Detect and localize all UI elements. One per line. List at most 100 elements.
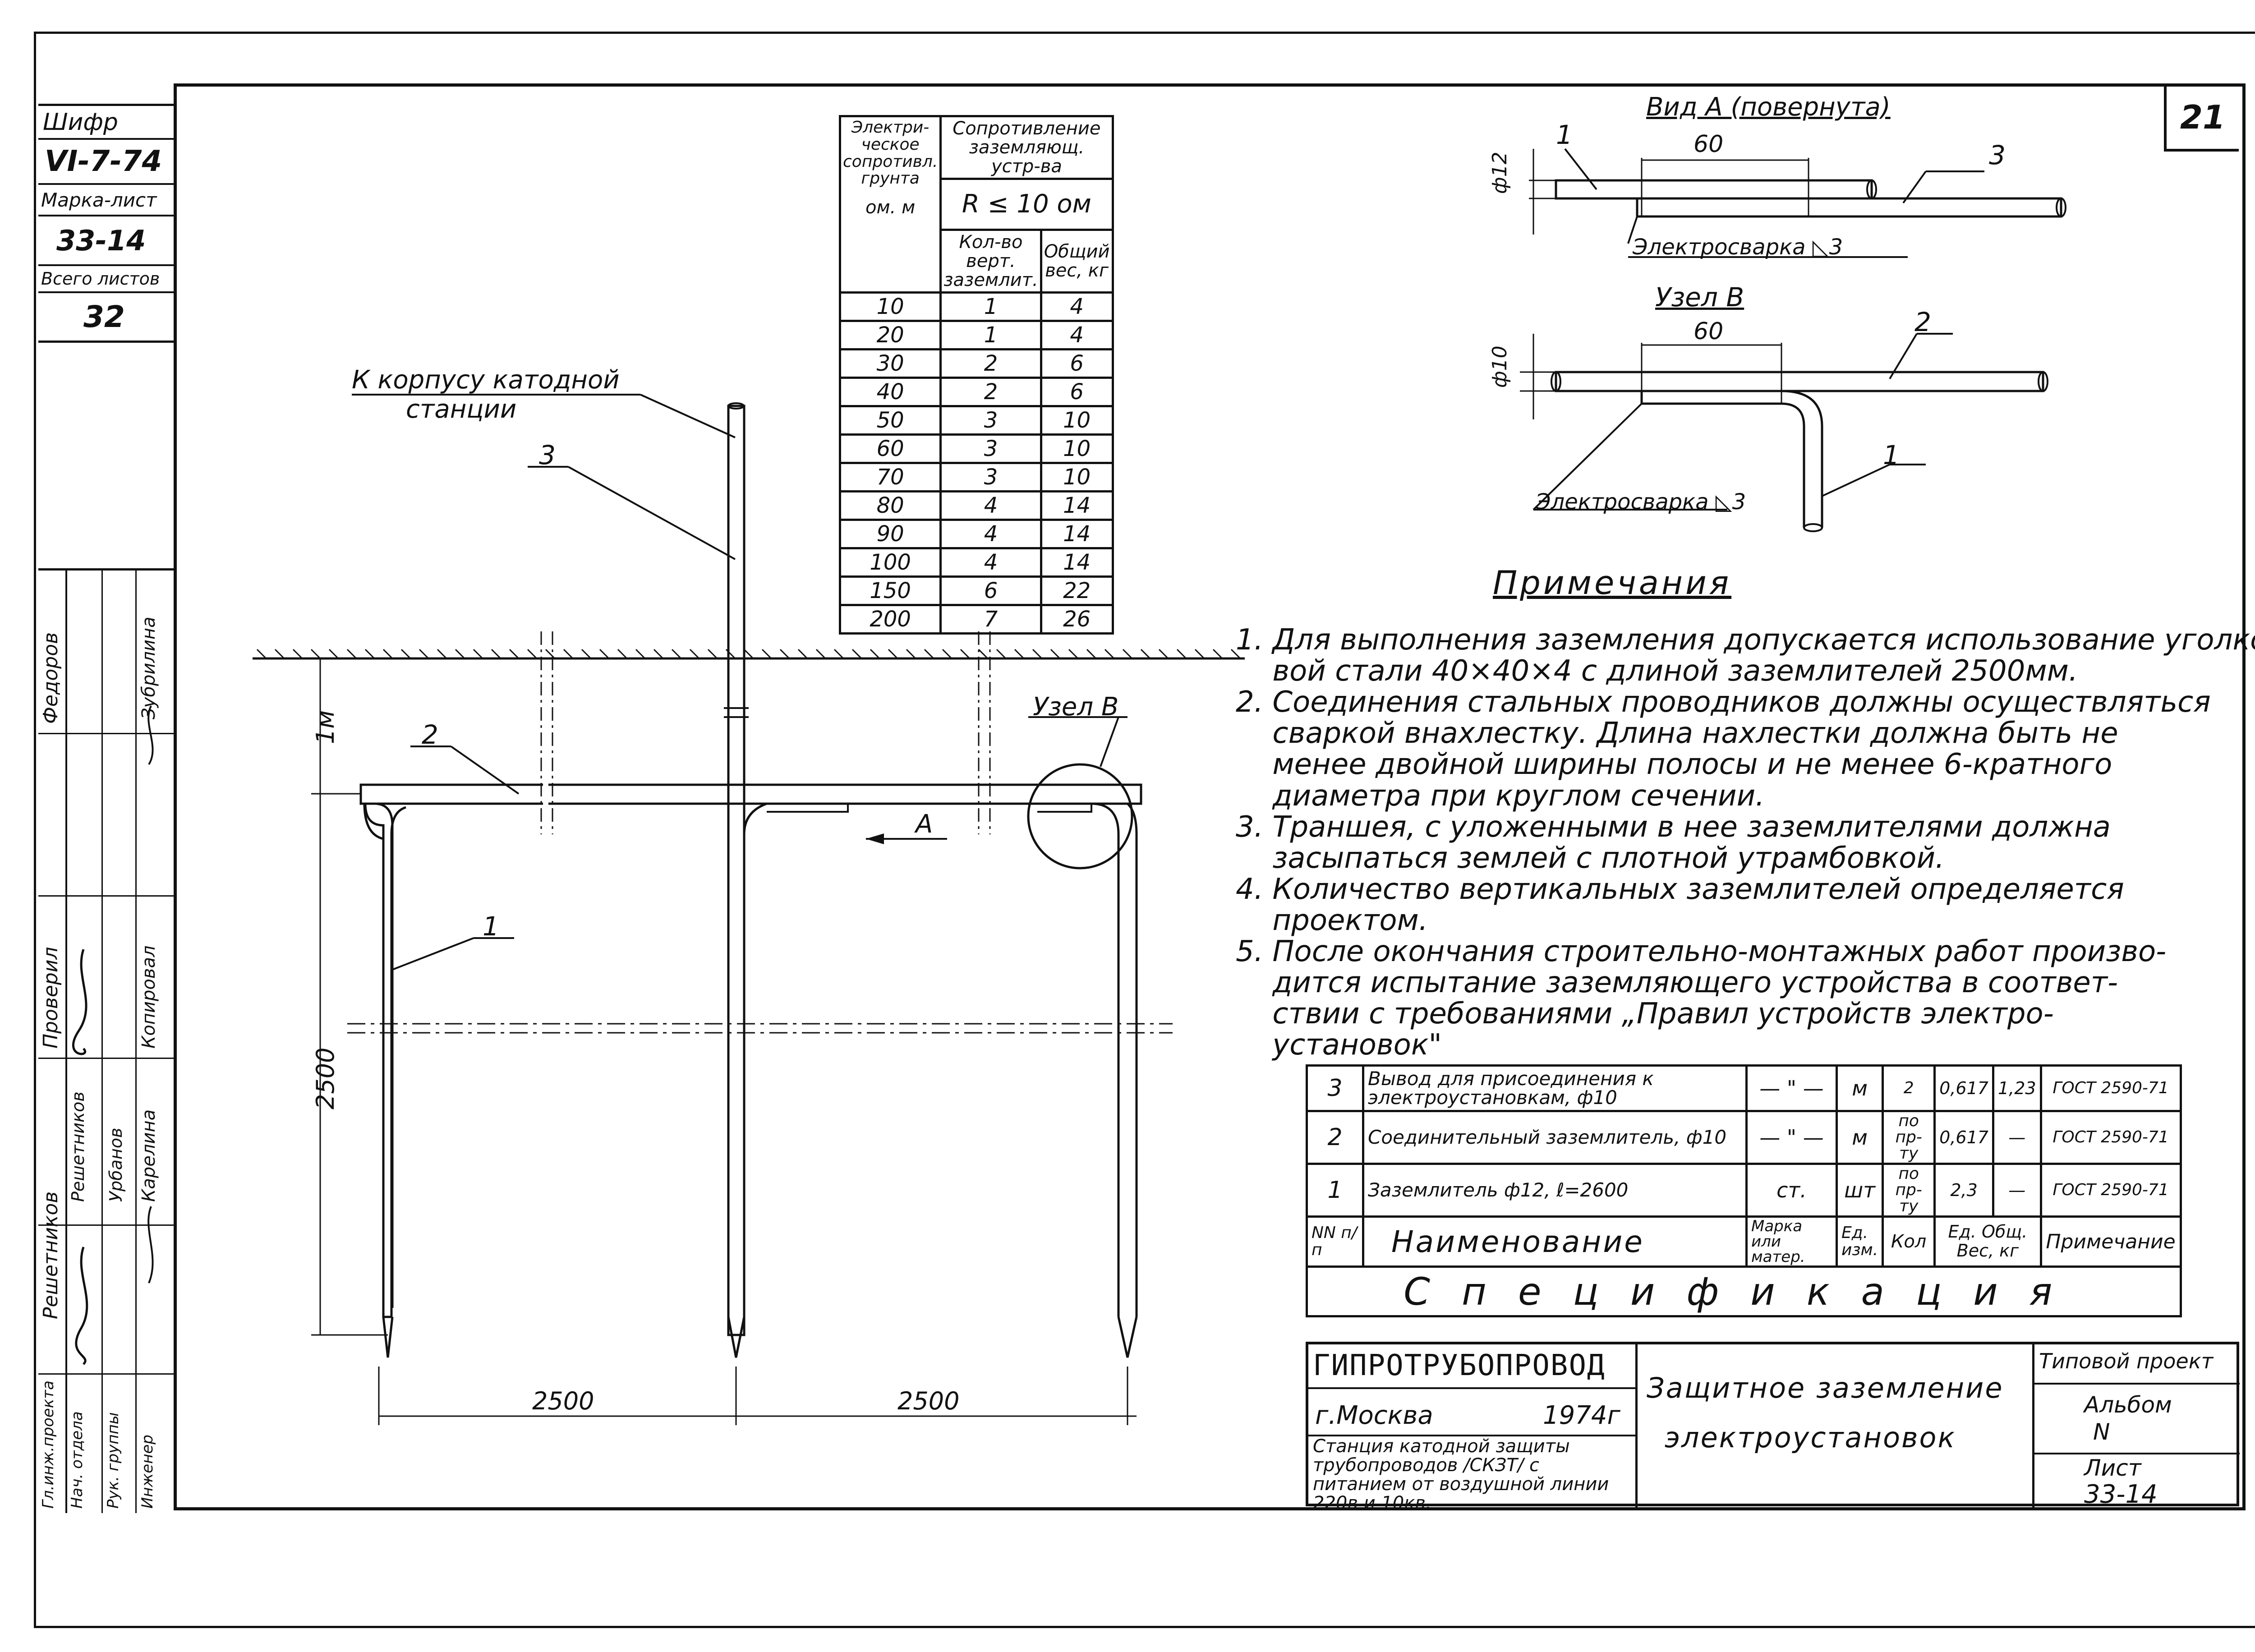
notes-title: Примечания [1493, 564, 1732, 602]
spec-unit: шт [1835, 1163, 1884, 1218]
node-b-callout-1: 1 [1883, 440, 1900, 470]
note-line: сваркой внахлестку. Длина нахлестки долж… [1236, 717, 2118, 750]
rt-resistance: 60 [838, 433, 942, 464]
org-name: ГИПРОТРУБОПРОВОД [1313, 1349, 1606, 1382]
view-a-weld-text: Электросварка [1633, 235, 1806, 260]
spec-w-unit: 0,617 [1933, 1064, 1994, 1112]
spec-pos: 3 [1306, 1064, 1364, 1112]
view-a-callout-3: 3 [1989, 140, 2006, 170]
spec-h-qty: Кол [1891, 1231, 1927, 1252]
title-block: ГИПРОТРУБОПРОВОД г.Москва 1974г Станция … [1306, 1342, 2240, 1513]
rt-count-header: Кол-во верт. заземлит. [943, 232, 1038, 290]
rt-weight: 14 [1040, 490, 1114, 521]
rt-condition: R ≤ 10 ом [962, 189, 1091, 219]
node-b-weld-text: Электросварка [1536, 489, 1709, 515]
rt-resistance: 200 [838, 604, 942, 635]
sheet-number: 21 [2180, 98, 2226, 136]
note-line: менее двойной ширины полосы и не менее 6… [1236, 748, 2112, 782]
rt-count: 1 [939, 320, 1042, 350]
view-a-weld-sym: 3 [1829, 235, 1843, 260]
spec-h-w-unit: Ед. [1948, 1222, 1976, 1242]
note-line: установок" [1236, 1028, 1442, 1062]
rt-resistance: 10 [838, 291, 942, 322]
view-a-dim: 60 [1694, 131, 1724, 158]
height-dim: 2500 [311, 1048, 340, 1109]
note-line: 4. Количество вертикальных заземлителей … [1236, 872, 2124, 906]
rt-count: 3 [939, 433, 1042, 464]
rt-resistance: 20 [838, 320, 942, 350]
node-b-diameter-text: ф10 [1488, 345, 1511, 388]
weld-triangle-icon: ◺ [1715, 489, 1732, 515]
rt-count: 3 [939, 462, 1042, 492]
view-a-detail [1529, 148, 2066, 258]
note-line: диаметра при круглом сечении. [1236, 779, 1765, 813]
spec-w-total: 1,23 [1992, 1064, 2042, 1112]
spec-qty: по пр-ту [1882, 1163, 1936, 1218]
sheet-label: Лист [2084, 1455, 2141, 1481]
rt-resistance: 80 [838, 490, 942, 521]
code-label: Шифр [43, 108, 118, 136]
callout-3: 3 [539, 440, 556, 470]
rt-count: 4 [939, 547, 1042, 578]
height-dim-text: 2500 [311, 1047, 340, 1109]
rt-weight: 10 [1040, 405, 1114, 436]
view-arrow-label: А [916, 810, 933, 839]
note-line: 1. Для выполнения заземления допускается… [1236, 623, 2255, 657]
sheet-value: 33-14 [2084, 1480, 2158, 1509]
spec-h-num: NN п/п [1312, 1224, 1357, 1259]
spec-w-unit: 2,3 [1933, 1163, 1994, 1218]
node-b-detail [1520, 333, 2048, 532]
rt-weight: 4 [1040, 320, 1114, 350]
spec-h-w-label: Вес, кг [1956, 1241, 2019, 1261]
spec-unit: м [1835, 1110, 1884, 1165]
outer-border [34, 32, 2255, 1628]
callout-1: 1 [483, 911, 499, 942]
rt-weight: 4 [1040, 291, 1114, 322]
album-value: N [2093, 1419, 2110, 1445]
rt-weight: 10 [1040, 433, 1114, 464]
rt-count: 4 [939, 519, 1042, 549]
signature-grid: Решетников Федоров Проверил Решетников У… [38, 568, 174, 1513]
rt-weight: 14 [1040, 547, 1114, 578]
rt-count: 7 [939, 604, 1042, 635]
ground-rod-right [1091, 802, 1138, 1317]
spec-w-total: — [1992, 1110, 2042, 1165]
view-a-weld: Электросварка ◺3 [1633, 235, 1843, 260]
left-stamp: Шифр VI-7-74 Марка-лист 33-14 Всего лист… [38, 104, 174, 1515]
spec-name: Заземлитель ф12, ℓ=2600 [1362, 1163, 1748, 1218]
resistance-table: Электри-ческое сопротивл. грунта ом. м С… [838, 115, 1114, 635]
total-value: 32 [83, 299, 125, 334]
project-label: Типовой проект [2039, 1349, 2214, 1373]
rt-weight: 6 [1040, 377, 1114, 407]
weld-triangle-icon: ◺ [1812, 235, 1829, 260]
rt-weight: 6 [1040, 348, 1114, 379]
rt-weight: 10 [1040, 462, 1114, 492]
note-line: дится испытание заземляющего устройства … [1236, 966, 2118, 1000]
note-line: ствии с требованиями „Правил устройств э… [1236, 997, 2054, 1031]
horizontal-connector-2 [359, 783, 1142, 805]
span-right-dim: 2500 [897, 1387, 960, 1415]
depth-dim: 1м [311, 710, 340, 744]
rt-count: 6 [939, 575, 1042, 606]
node-b-title: Узел В [1655, 282, 1744, 313]
note-line: засыпаться землей с плотной утрамбовкой. [1236, 841, 1945, 875]
spec-name: Вывод для присоединения к электроустанов… [1362, 1064, 1748, 1112]
ground-rod-middle [727, 1316, 746, 1358]
vertical-lead-3 [727, 405, 746, 1336]
city: г.Москва [1315, 1401, 1433, 1430]
mark-value: 33-14 [56, 224, 146, 257]
rt-col2-header: Сопротивление заземляющ. устр-ва [953, 118, 1101, 177]
rt-weight: 26 [1040, 604, 1114, 635]
spec-unit: м [1835, 1064, 1884, 1112]
rt-resistance: 30 [838, 348, 942, 379]
rt-weight: 14 [1040, 519, 1114, 549]
view-a-diameter-text: ф12 [1488, 152, 1511, 194]
to-station-label-2: станции [406, 395, 517, 424]
album-label: Альбом [2084, 1392, 2172, 1418]
